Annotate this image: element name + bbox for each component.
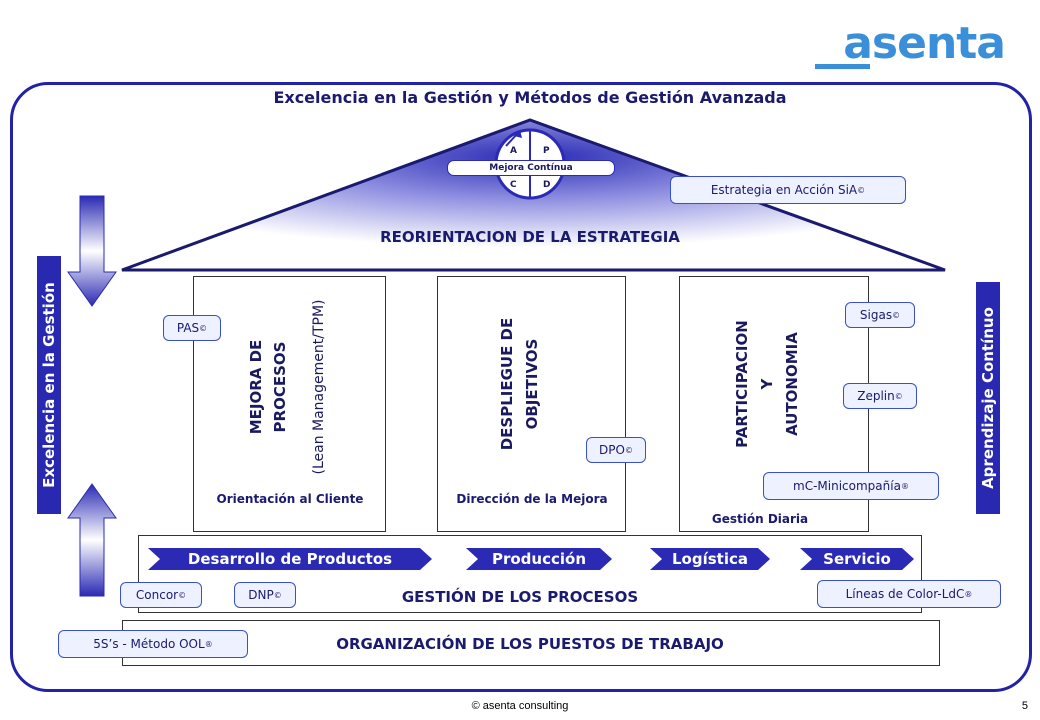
pillar3-title-line1: PARTICIPACION [733, 320, 751, 448]
company-logo: asenta [843, 18, 1006, 69]
pillar-process-improvement [193, 276, 386, 532]
pdca-c: C [510, 180, 517, 190]
sigas-tag: Sigas© [845, 302, 915, 328]
dnp-tag: DNP© [234, 582, 296, 608]
pillar1-bottom-label: Orientación al Cliente [216, 492, 364, 506]
footer-copyright: © asenta consulting [471, 700, 569, 712]
left-side-label: Excelencia en la Gestión [40, 282, 58, 488]
workstation-organization-bar [122, 620, 940, 666]
minicompania-tag: mC-Minicompañía® [763, 472, 939, 500]
pillar1-title-line2: PROCESOS [271, 341, 289, 433]
pillar2-bottom-label: Dirección de la Mejora [456, 492, 608, 506]
pillar3-title-line3: AUTONOMIA [783, 332, 801, 436]
org-title: ORGANIZACIÓN DE LOS PUESTOS DE TRABAJO [336, 635, 724, 653]
chevron-production: Producción [466, 548, 612, 570]
pdca-label: Mejora Contínua [447, 160, 615, 176]
chevron-product-development: Desarrollo de Productos [148, 548, 432, 570]
main-title: Excelencia en la Gestión y Métodos de Ge… [273, 88, 787, 107]
zeplin-tag: Zeplin© [843, 383, 917, 409]
concor-tag: Concor© [120, 582, 202, 608]
pas-tag: PAS© [163, 315, 221, 341]
chevron-logistics: Logística [650, 548, 770, 570]
pillar2-title-line2: OBJETIVOS [523, 338, 541, 430]
pillar1-title-line1: MEJORA DE [247, 339, 265, 435]
roof-title: REORIENTACION DE LA ESTRATEGIA [380, 228, 680, 246]
left-side-band [37, 256, 61, 514]
pdca-d: D [543, 180, 551, 190]
pillar-objective-deployment [437, 276, 626, 532]
pillar3-title-line2: Y [758, 378, 776, 390]
pillar1-subtitle: (Lean Management/TPM) [311, 299, 327, 475]
page-number: 5 [1021, 700, 1028, 712]
up-arrow-icon [67, 483, 117, 597]
pdca-p: P [543, 146, 550, 156]
right-side-label: Aprendizaje Contínuo [979, 307, 997, 489]
5s-tag: 5S’s - Método OOL® [58, 630, 248, 658]
process-title: GESTIÓN DE LOS PROCESOS [401, 588, 639, 606]
outer-frame [10, 82, 1032, 692]
right-side-band [976, 282, 1000, 514]
logo-underline [815, 64, 870, 69]
pillar3-bottom-label: Gestión Diaria [711, 512, 809, 526]
pdca-a: A [510, 146, 517, 156]
dpo-tag: DPO© [586, 437, 646, 463]
chevron-service: Servicio [800, 548, 914, 570]
down-arrow-icon [67, 195, 117, 307]
ldc-tag: Líneas de Color-LdC® [817, 580, 1001, 608]
pillar2-title-line1: DESPLIEGUE DE [498, 317, 516, 451]
sia-tag: Estrategia en Acción SiA© [670, 176, 906, 204]
